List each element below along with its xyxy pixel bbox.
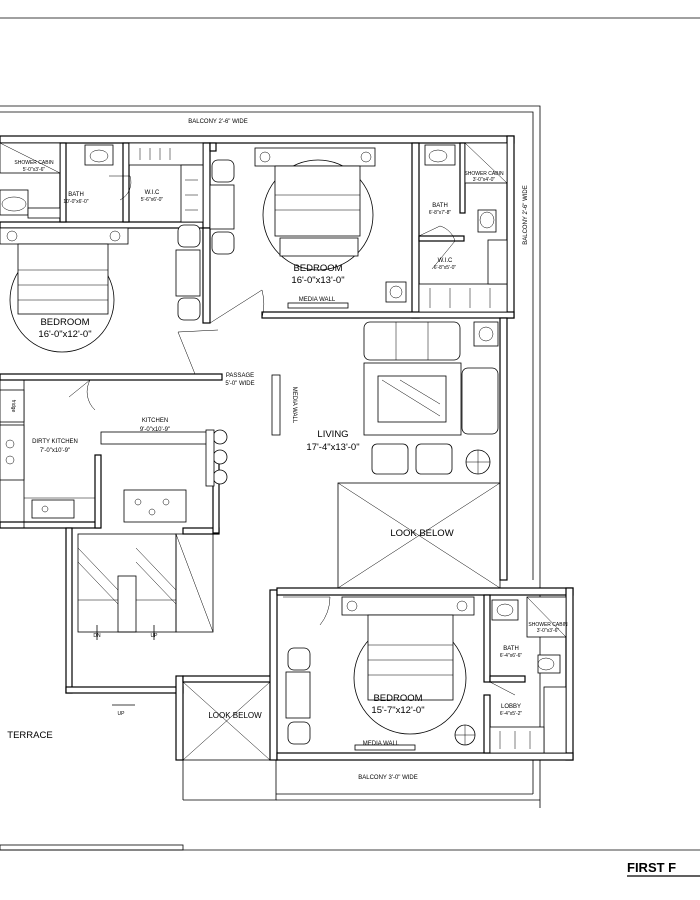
label-bedroom-bottom: BEDROOM — [373, 693, 422, 704]
label-living: LIVING — [317, 429, 348, 440]
label-shower-right-dim: 3'-0"x4'-0" — [473, 177, 496, 183]
label-media-wall-top: MEDIA WALL — [299, 297, 336, 303]
label-kitchen-dim: 9'-0"x10'-9" — [140, 427, 170, 433]
label-dirty-kitchen-dim: 7'-0"x10'-9" — [40, 448, 70, 454]
bath-left-fixtures — [0, 142, 114, 219]
bath-right-fixtures — [418, 142, 508, 313]
label-shower-bottom: SHOWER CABIN — [528, 622, 568, 628]
stairs — [77, 533, 214, 706]
label-bedroom-top-dim: 16'-0"x13'-0" — [291, 275, 344, 286]
doors — [68, 175, 516, 696]
label-wic-right: W.I.C — [438, 258, 453, 264]
label-shower-left: SHOWER CABIN — [14, 160, 54, 166]
label-bath-bottom-dim: 6'-4"x6'-6" — [500, 653, 523, 659]
label-media-wall-bottom: MEDIA WALL — [363, 741, 400, 747]
label-bedroom-top: BEDROOM — [293, 263, 342, 274]
label-shower-right: SHOWER CABIN — [464, 171, 504, 177]
label-lobby: LOBBY — [501, 704, 521, 710]
balcony-bottom — [183, 760, 540, 801]
label-passage-dim: 5'-0" WIDE — [225, 381, 254, 387]
label-stair-up: UP — [151, 633, 159, 639]
label-dirty-kitchen: DIRTY KITCHEN — [32, 439, 78, 445]
label-terrace-up: UP — [118, 711, 126, 717]
label-bedroom-bottom-dim: 15'-7"x12'-0" — [371, 705, 424, 716]
label-balcony-right: BALCONY 2'-6" WIDE — [523, 185, 529, 245]
label-passage: PASSAGE — [226, 373, 254, 379]
label-look-below-left: LOOK BELOW — [208, 711, 262, 720]
label-wic-left: W.I.C — [145, 190, 160, 196]
room-labels: BALCONY 2'-6" WIDE BALCONY 2'-6" WIDE BA… — [7, 119, 700, 877]
bedroom-top-furniture — [209, 147, 407, 309]
balcony-top — [0, 105, 541, 808]
label-look-below-right: LOOK BELOW — [390, 528, 453, 539]
bedroom-bottom-furniture — [285, 596, 476, 751]
label-bath-right: BATH — [432, 203, 448, 209]
label-bath-left-dim: 10'-0"x6'-0" — [63, 199, 88, 205]
label-bedroom-left-dim: 16'-0"x12'-0" — [38, 329, 91, 340]
label-terrace: TERRACE — [7, 730, 52, 741]
label-bath-bottom: BATH — [503, 646, 519, 652]
label-bath-left: BATH — [68, 192, 84, 198]
wic-left-shelves — [128, 142, 204, 223]
label-stair-dn: DN — [93, 633, 101, 639]
label-bath-right-dim: 6'-8"x7'-8" — [429, 210, 452, 216]
label-wic-left-dim: 5'-6"x6'-0" — [141, 197, 164, 203]
kitchen-furniture — [0, 389, 228, 523]
drawing-title: FIRST F — [627, 860, 676, 875]
label-balcony-bottom: BALCONY 3'-0" WIDE — [358, 775, 418, 781]
label-bedroom-left: BEDROOM — [40, 317, 89, 328]
living-furniture — [271, 321, 499, 475]
label-shower-bottom-dim: 3'-0"x3'-6" — [537, 628, 560, 634]
label-lobby-dim: 6'-4"x5'-2" — [500, 711, 523, 717]
label-kitchen: KITCHEN — [142, 418, 168, 424]
label-wic-right-dim: 6'-8"x5'-0" — [434, 265, 457, 271]
bedroom-left-furniture — [0, 224, 201, 353]
label-living-dim: 17'-4"x13'-0" — [306, 442, 359, 453]
label-media-wall-living: MEDIA WALL — [291, 387, 297, 424]
label-balcony-top: BALCONY 2'-6" WIDE — [188, 119, 248, 125]
label-fridge: fridge — [10, 400, 16, 413]
bath-bottom-fixtures — [489, 596, 567, 754]
label-shower-left-dim: 5'-0"x3'-6" — [23, 167, 46, 173]
